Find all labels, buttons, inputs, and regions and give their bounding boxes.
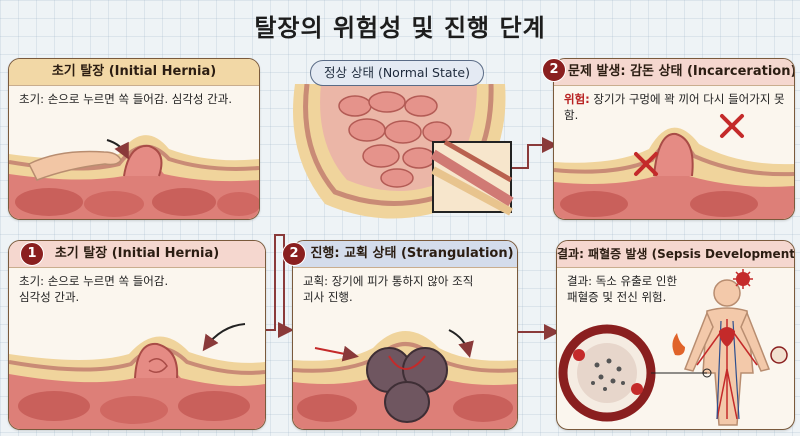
connector-to-incarceration — [505, 137, 558, 169]
panel-title: 초기 탈장 (Initial Hernia) — [9, 241, 265, 268]
page-title: 탈장의 위험성 및 진행 단계 — [254, 14, 546, 42]
hernia-bulge-illustration — [9, 323, 265, 429]
danger-label: 위험: — [564, 92, 590, 106]
normal-abdomen-illustration — [293, 84, 514, 219]
finger-icon — [27, 150, 122, 181]
step-badge: 1 — [20, 242, 44, 266]
cross-icon — [720, 114, 744, 138]
panel-strangulation: 진행: 교획 상태 (Strangulation) 교획: 장기에 피가 통하지… — [292, 240, 518, 430]
strangulated-hernia-illustration — [293, 329, 517, 429]
heart-icon — [719, 327, 735, 347]
zoom-inset — [430, 139, 514, 216]
connector-to-strangulation — [264, 234, 294, 338]
panel-description: 위험: 장기가 구멍에 꽉 끼어 다시 들어가지 못함. — [564, 91, 786, 123]
necrotic-tissue-icon — [366, 347, 448, 423]
panel-description: 교획: 장기에 피가 통하지 않아 조직 괴사 진행. — [303, 274, 474, 304]
intestine-icon — [338, 91, 452, 188]
panel-initial-hernia-top: 초기 탈장 (Initial Hernia) 초기: 손으로 누르면 쏙 들어감… — [8, 58, 260, 220]
bacteria-icon — [733, 269, 753, 289]
hernia-bulge-illustration — [9, 135, 259, 219]
step-badge: 2 — [282, 242, 306, 266]
panel-initial-hernia-bottom: 초기 탈장 (Initial Hernia) 초기: 손으로 누르면 쏙 들어감… — [8, 240, 266, 430]
human-body-icon — [683, 279, 771, 426]
panel-description: 초기: 손으로 누르면 쏙 들어감. 심각성 간과. — [19, 92, 232, 106]
panel-description: 결과: 독소 유출로 인한 패혈증 및 전신 위험. — [567, 274, 678, 304]
panel-title: 결과: 패혈증 발생 (Sepsis Development) — [557, 241, 794, 268]
step-badge: 2 — [542, 58, 566, 82]
panel-title: 진행: 교획 상태 (Strangulation) — [293, 241, 517, 268]
panel-incarceration: 문제 발생: 감돈 상태 (Incarceration) 위험: 장기가 구멍에… — [553, 58, 795, 220]
panel-title: 초기 탈장 (Initial Hernia) — [9, 59, 259, 86]
description-text: 장기가 구멍에 꽉 끼어 다시 들어가지 못함. — [564, 92, 785, 122]
incarcerated-hernia-illustration — [554, 114, 794, 219]
cross-icon — [634, 152, 658, 176]
panel-description: 초기: 손으로 누르면 쏙 들어감. 심각성 간과. — [19, 274, 169, 304]
vessel-cross-section — [558, 324, 656, 422]
fire-icon — [672, 333, 685, 356]
sepsis-illustration — [558, 269, 788, 426]
normal-state-label: 정상 상태 (Normal State) — [310, 60, 484, 86]
infection-marker-icon — [770, 346, 788, 364]
panel-title: 문제 발생: 감돈 상태 (Incarceration) — [554, 59, 794, 86]
panel-sepsis: 결과: 패혈증 발생 (Sepsis Development) 결과: 독소 유… — [556, 240, 795, 430]
